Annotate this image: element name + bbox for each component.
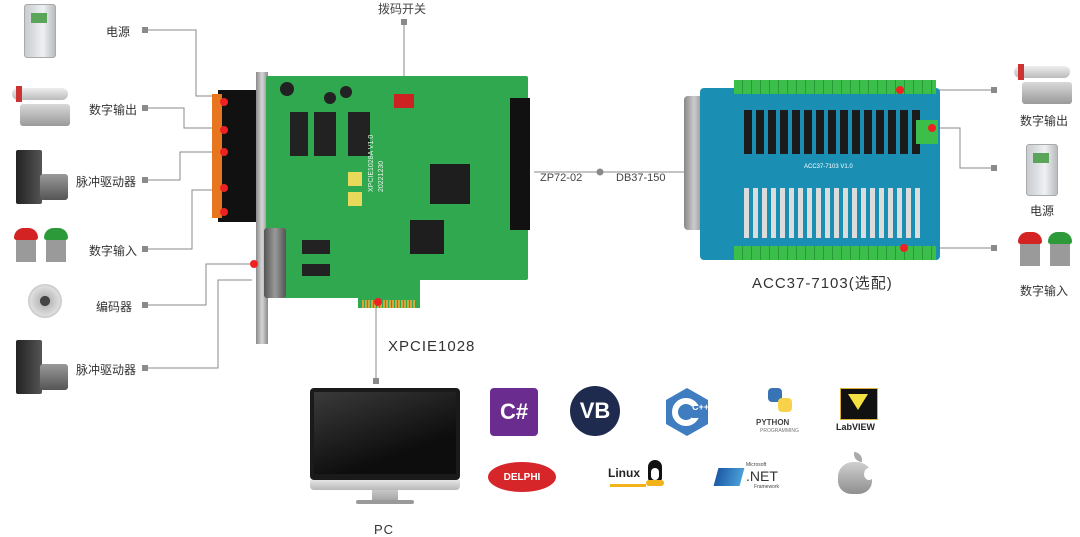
silk-main-date: 20221230 <box>378 160 385 192</box>
power-supply-icon <box>24 4 56 58</box>
encoder-icon <box>22 282 66 322</box>
push-button-icon <box>14 228 70 268</box>
expansion-board: ACC37-7103 V1.0 <box>684 80 944 264</box>
label-power-right: 电源 <box>1030 204 1055 218</box>
pc-label: PC <box>374 522 395 537</box>
python-logo-icon: PYTHON PROGRAMMING <box>752 386 808 438</box>
label-db-cable: DB37-150 <box>616 172 666 184</box>
csharp-logo-icon: C# <box>490 388 538 436</box>
solenoid-valve-icon <box>12 84 72 128</box>
silk-exp: ACC37-7103 V1.0 <box>804 164 853 170</box>
push-button-icon <box>1018 232 1074 272</box>
label-dip-switch: 拨码开关 <box>378 2 427 16</box>
label-digital-out-right: 数字输出 <box>1020 114 1069 128</box>
label-digital-in-left: 数字输入 <box>89 244 138 258</box>
silk-main: XPCIE1028A V1.0 <box>368 134 375 192</box>
power-supply-icon <box>1026 144 1058 196</box>
label-digital-in-right: 数字输入 <box>1020 284 1069 298</box>
solenoid-valve-icon <box>1014 62 1074 106</box>
labview-logo-icon: LabVIEW <box>836 388 880 436</box>
label-pulse-drive-2: 脉冲驱动器 <box>76 363 137 377</box>
label-pulse-drive-1: 脉冲驱动器 <box>76 175 137 189</box>
delphi-logo-icon: DELPHI <box>488 462 556 492</box>
expansion-board-name: ACC37-7103(选配) <box>752 275 893 292</box>
apple-logo-icon <box>836 452 874 496</box>
servo-drive-icon <box>12 340 70 396</box>
label-zp-cable: ZP72-02 <box>540 172 583 184</box>
vb-logo-icon: VB <box>570 386 620 436</box>
marker <box>142 27 148 33</box>
label-digital-out-left: 数字输出 <box>89 103 138 117</box>
linux-logo-icon: Linux <box>608 460 668 494</box>
pcie-card: XPCIE1028A V1.0 20221230 <box>212 72 532 344</box>
dotnet-logo-icon: Microsoft .NET Framework <box>713 462 788 492</box>
main-board-name: XPCIE1028 <box>388 338 476 355</box>
pc-monitor-icon <box>310 388 460 518</box>
label-encoder: 编码器 <box>96 300 133 314</box>
label-power-left: 电源 <box>106 25 131 39</box>
servo-drive-icon <box>12 150 70 206</box>
cpp-logo-icon: C++ <box>662 386 712 436</box>
